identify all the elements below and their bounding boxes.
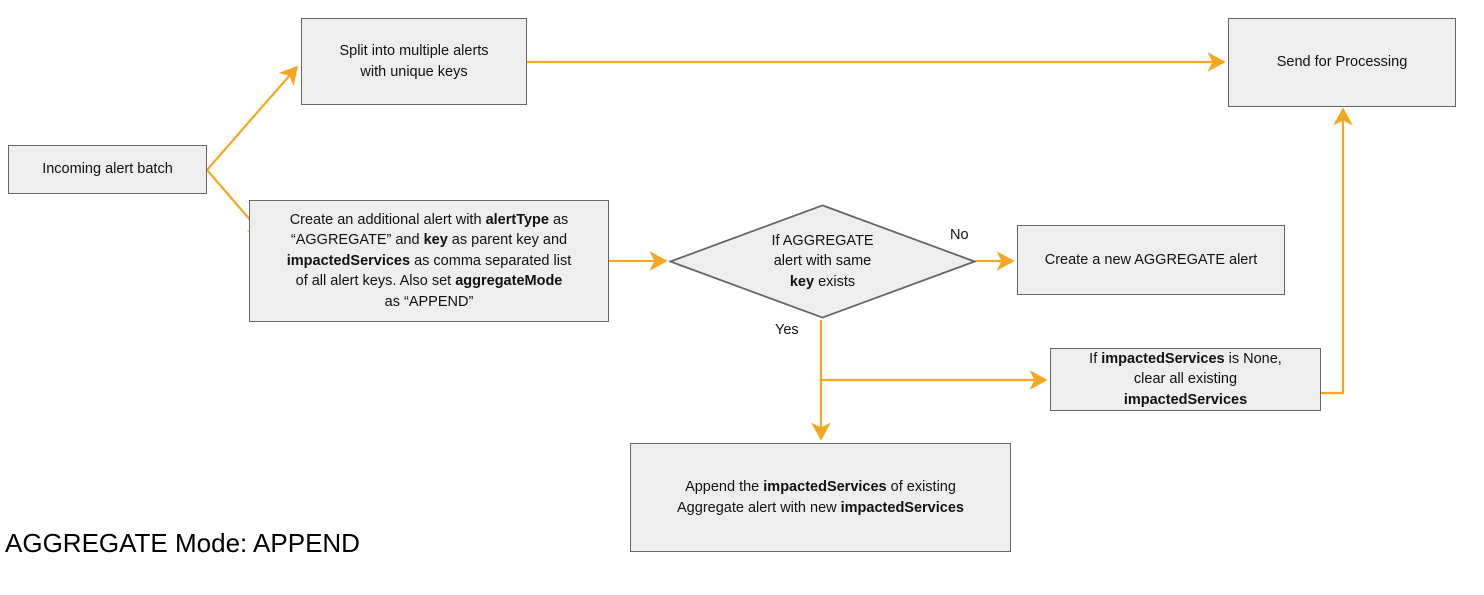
node-create-additional-line-5a: as “APPEND” [384, 293, 474, 310]
token-impactedservices-4: impactedServices [763, 478, 887, 495]
node-clear-line-2: clear all existing [1133, 371, 1238, 388]
node-clear-line-1c: is None, [1224, 350, 1282, 367]
node-create-additional-alert[interactable]: Create an additional alert with alertTyp… [249, 200, 609, 322]
edge-label-no: No [950, 227, 969, 243]
edge-label-yes: Yes [775, 322, 799, 338]
node-split-into-multiple-alerts[interactable]: Split into multiple alerts with unique k… [301, 18, 527, 105]
node-create-additional-line-1c: as [548, 211, 569, 228]
token-impactedservices-3: impactedServices [1123, 391, 1248, 408]
node-append-line-1a: Append the [685, 478, 764, 495]
node-decision-line-3b: exists [814, 273, 856, 290]
node-create-new-aggregate-alert-label: Create a new AGGREGATE alert [1044, 251, 1258, 268]
decision-diamond-shape [667, 204, 978, 319]
token-impactedservices-2: impactedServices [1101, 350, 1225, 367]
node-send-for-processing[interactable]: Send for Processing [1228, 18, 1456, 107]
node-split-line-1: Split into multiple alerts [339, 42, 489, 59]
node-create-additional-line-2a: “AGGREGATE” and [290, 232, 424, 249]
node-create-additional-line-4a: of all alert keys. Also set [295, 273, 456, 290]
node-append-line-2a: Aggregate alert with new [677, 499, 841, 516]
node-create-new-aggregate-alert[interactable]: Create a new AGGREGATE alert [1017, 225, 1285, 295]
token-key-decision: key [789, 273, 815, 290]
node-send-for-processing-label: Send for Processing [1276, 54, 1408, 71]
node-incoming-alert-batch-label: Incoming alert batch [42, 161, 173, 178]
diagram-title: AGGREGATE Mode: APPEND [5, 528, 360, 558]
node-clear-existing-impacted-services[interactable]: If impactedServices is None, clear all e… [1050, 348, 1321, 411]
node-append-line-1c: of existing [886, 478, 956, 495]
token-impactedservices-1: impactedServices [286, 252, 411, 269]
edge-clear-existing-to-send [1321, 107, 1353, 395]
node-decision-line-1: If AGGREGATE [771, 232, 874, 249]
token-aggregatemode: aggregateMode [455, 273, 563, 290]
node-create-additional-line-2c: as parent key and [447, 232, 568, 249]
node-append-impacted-services[interactable]: Append the impactedServices of existing … [630, 443, 1011, 552]
edge-incoming-to-split [206, 65, 299, 171]
node-decision-aggregate-exists[interactable]: If AGGREGATE alert with same key exists [667, 204, 978, 319]
token-impactedservices-5: impactedServices [840, 499, 964, 516]
node-split-line-2: with unique keys [360, 63, 468, 80]
node-decision-line-2: alert with same [773, 253, 872, 270]
token-alerttype: alertType [485, 211, 549, 228]
node-create-additional-line-1a: Create an additional alert with [289, 211, 486, 228]
node-clear-line-1a: If [1089, 350, 1102, 367]
node-incoming-alert-batch[interactable]: Incoming alert batch [8, 145, 207, 194]
token-key: key [423, 232, 448, 249]
node-create-additional-line-3b: as comma separated list [410, 252, 572, 269]
